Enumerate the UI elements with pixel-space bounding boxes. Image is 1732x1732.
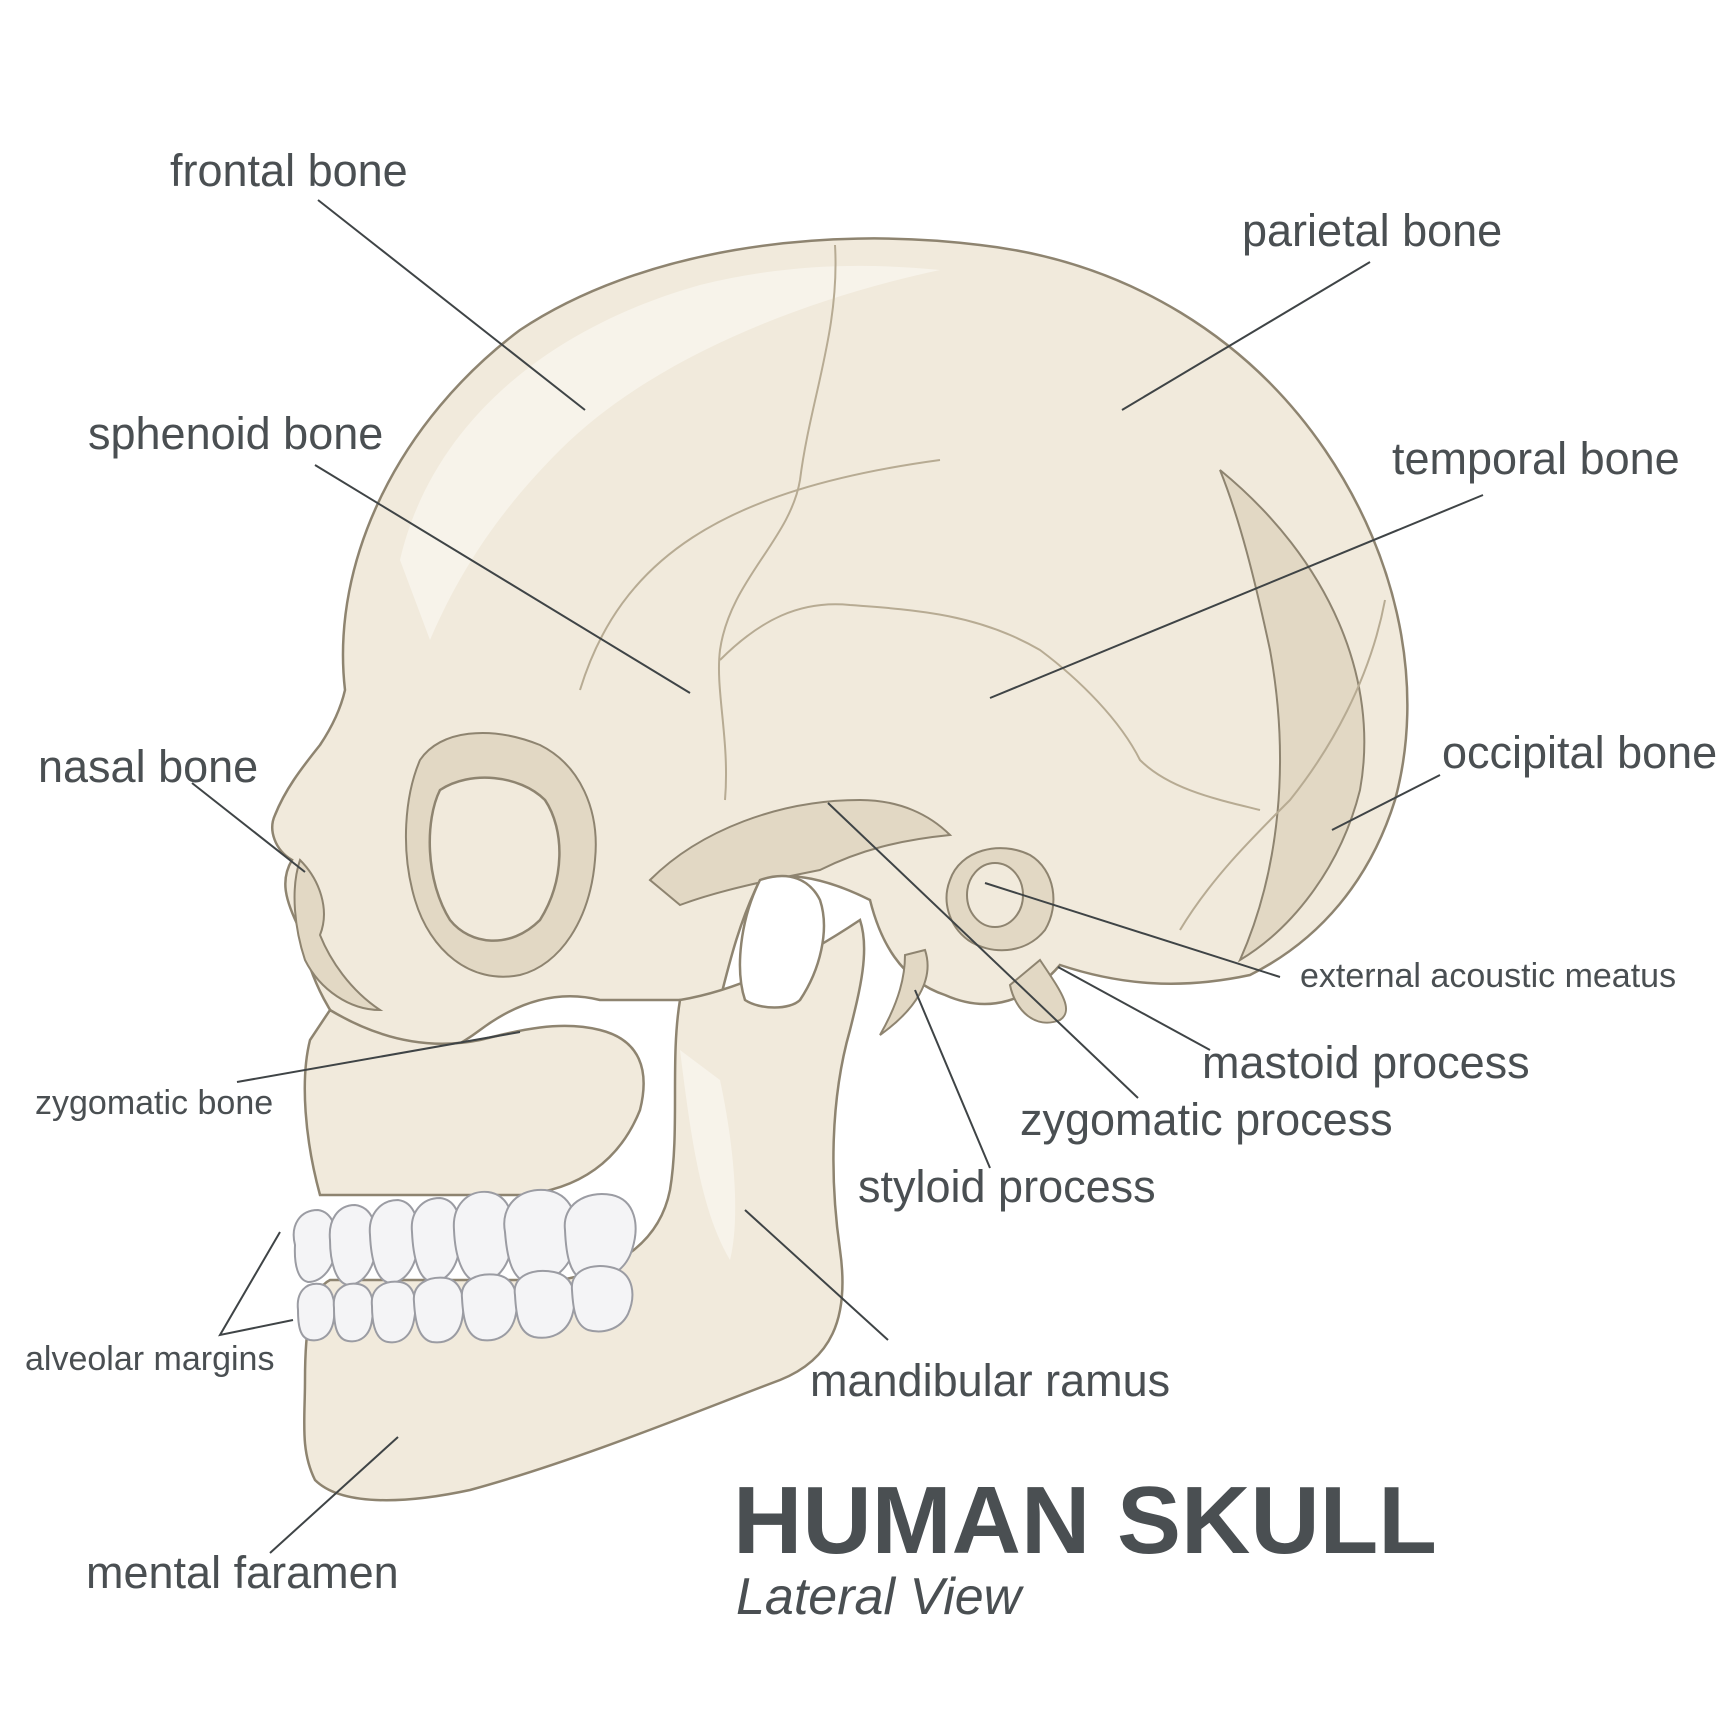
leader-frontal-bone: [317, 199, 586, 411]
lower-teeth: [296, 1265, 634, 1344]
label-styloid-process: styloid process: [858, 1161, 1156, 1212]
leader-mastoid-process: [1057, 966, 1211, 1051]
label-frontal-bone: frontal bone: [170, 145, 408, 196]
leader-mandibular-ramus: [744, 1209, 889, 1341]
leader-zygomatic-process: [827, 802, 1139, 1099]
label-zygomatic-process: zygomatic process: [1020, 1094, 1393, 1145]
leader-parietal-bone: [1121, 261, 1371, 411]
leader-zygomatic-bone: [236, 1031, 521, 1083]
label-zygomatic-bone: zygomatic bone: [35, 1084, 273, 1122]
label-alveolar-margins: alveolar margins: [25, 1340, 274, 1378]
leader-mental-faramen: [269, 1436, 399, 1554]
leader-external-acoustic-meatus: [984, 882, 1281, 978]
label-mandibular-ramus: mandibular ramus: [810, 1355, 1170, 1406]
leader-nasal-bone: [191, 782, 306, 873]
diagram-subtitle: Lateral View: [736, 1568, 1025, 1626]
leader-lines: [191, 199, 1484, 1554]
label-mental-faramen: mental faramen: [86, 1547, 399, 1598]
leader-occipital-bone: [1331, 774, 1441, 831]
label-nasal-bone: nasal bone: [38, 741, 258, 792]
leader-sphenoid-bone: [314, 464, 691, 694]
label-sphenoid-bone: sphenoid bone: [88, 408, 383, 459]
leader-alveolar-margins: [218, 1231, 294, 1337]
diagram-title: HUMAN SKULL: [733, 1467, 1437, 1574]
label-temporal-bone: temporal bone: [1392, 433, 1680, 484]
labels: frontal bone parietal bone sphenoid bone…: [25, 145, 1717, 1598]
label-mastoid-process: mastoid process: [1202, 1037, 1530, 1088]
label-external-acoustic-meatus: external acoustic meatus: [1300, 957, 1676, 995]
upper-teeth: [292, 1188, 637, 1287]
label-parietal-bone: parietal bone: [1242, 205, 1502, 256]
label-occipital-bone: occipital bone: [1442, 727, 1717, 778]
skull-illustration: [271, 237, 1409, 1502]
leader-styloid-process: [914, 989, 991, 1169]
leader-temporal-bone: [989, 494, 1484, 699]
